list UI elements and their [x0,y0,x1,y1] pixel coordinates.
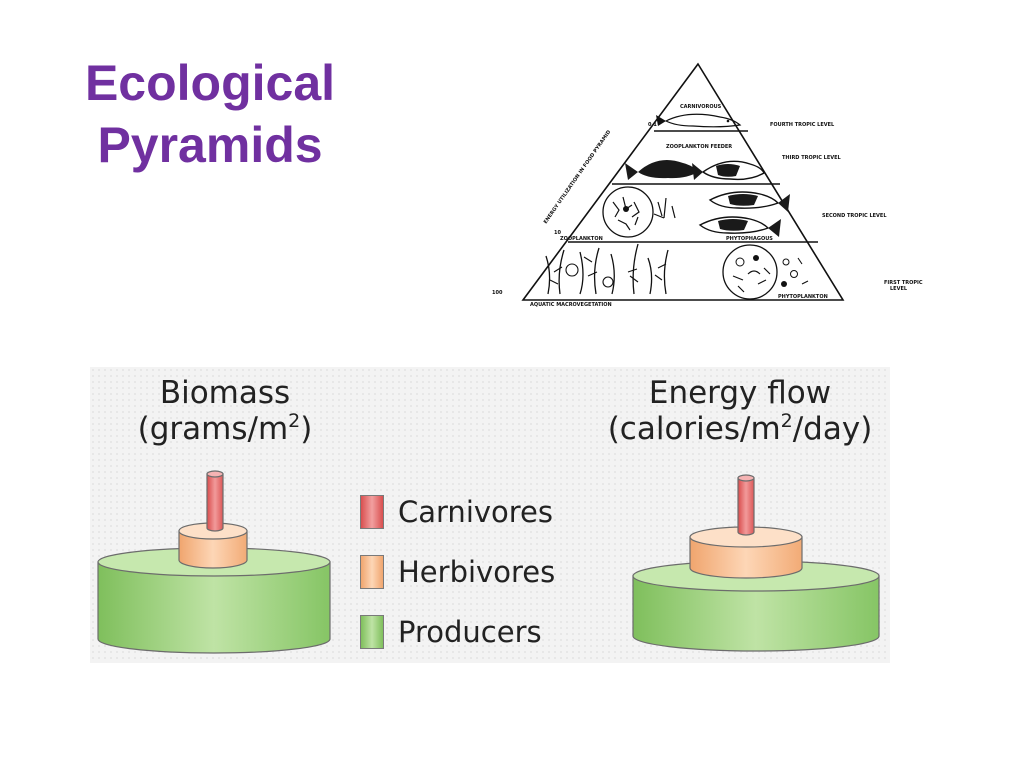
energy-unit-exponent: 2 [780,410,793,432]
first-level-label-line-2: LEVEL [890,286,908,292]
third-level-label: THIRD TROPIC LEVEL [782,155,842,161]
phytoplankton-label: PHYTOPLANKTON [778,294,828,300]
legend-item-producers: Producers [360,602,555,662]
energy-flow-title: Energy flow [648,375,832,411]
energy-flow-pyramid [632,474,880,652]
biomass-unit-prefix: (grams/m [137,411,289,447]
scale-mark-0-1: 0.1 [648,122,657,128]
energy-flow-unit: (calories/m2/day) [595,411,885,447]
legend-label-herbivores: Herbivores [398,555,556,589]
biomass-energy-figure: Biomass (grams/m2) Energy flow (calories… [90,367,890,663]
food-pyramid-figure: CARNIVOROUS FOURTH TROPIC LEVEL ZOOPLANK… [488,62,928,312]
legend: Carnivores Herbivores Producers [360,482,555,662]
legend-swatch-producers [360,615,384,649]
carnivorous-label: CARNIVOROUS [680,104,722,110]
legend-label-producers: Producers [398,615,542,649]
pyramid-outline [521,62,845,301]
zooplankton-feeder-label: ZOOPLANKTON FEEDER [666,144,732,150]
legend-swatch-carnivores [360,495,384,529]
phytophagous-fish-icon [698,191,790,237]
biomass-pyramid [97,470,331,654]
zooplankton-label: ZOOPLANKTON [560,236,603,242]
aquatic-macrovegetation-icon [545,243,669,295]
legend-swatch-herbivores [360,555,384,589]
title-line-2: Pyramids [97,117,323,173]
second-level-label: SECOND TROPIC LEVEL [822,213,887,219]
biomass-unit-suffix: ) [300,411,313,447]
fourth-level-label: FOURTH TROPIC LEVEL [770,122,835,128]
legend-item-carnivores: Carnivores [360,482,555,542]
energy-unit-prefix: (calories/m [607,411,781,447]
phytoplankton-circle-icon [722,244,778,300]
scale-mark-100: 100 [492,290,503,296]
carnivorous-fish-icon [656,113,742,128]
slide-title: Ecological Pyramids [60,52,360,176]
phytoplankton-sketch-icon [781,257,809,287]
biomass-heading: Biomass (grams/m2) [110,375,340,447]
energy-unit-suffix: /day) [792,411,873,447]
biomass-carnivores-tier [206,470,224,532]
legend-label-carnivores: Carnivores [398,495,554,529]
aquatic-macrovegetation-label: AQUATIC MACROVEGETATION [530,302,612,308]
zooplankton-circle-icon [602,186,654,238]
zooplankton-sketch-icon [653,197,676,219]
energy-herbivores-tier [689,526,803,579]
biomass-title: Biomass [159,375,291,411]
biomass-unit: (grams/m2) [110,411,340,447]
phytophagous-label: PHYTOPHAGOUS [726,236,773,242]
zooplankton-feeder-fish-icon [625,160,765,181]
legend-item-herbivores: Herbivores [360,542,555,602]
energy-flow-heading: Energy flow (calories/m2/day) [595,375,885,447]
scale-mark-10: 10 [554,230,561,236]
first-level-label-line-1: FIRST TROPIC [884,280,923,286]
food-pyramid-drawing: CARNIVOROUS FOURTH TROPIC LEVEL ZOOPLANK… [492,62,923,308]
biomass-unit-exponent: 2 [288,410,301,432]
energy-carnivores-tier [737,474,755,536]
title-line-1: Ecological [84,55,336,111]
